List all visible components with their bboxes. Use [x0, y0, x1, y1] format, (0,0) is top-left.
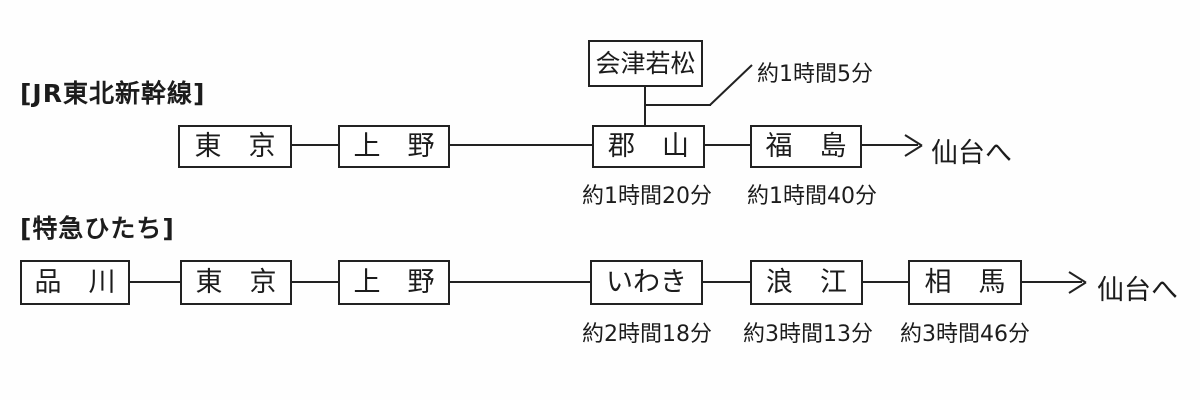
station-label-tokyo-2: 東 京 [195, 267, 277, 298]
station-box-soma: 相 馬 [908, 260, 1022, 305]
station-label-aizuwakamatsu: 会津若松 [595, 49, 696, 78]
station-label-fukushima: 福 島 [765, 131, 847, 162]
station-box-aizuwakamatsu: 会津若松 [588, 40, 703, 87]
station-box-iwaki: いわき [590, 260, 703, 305]
connector-line [290, 281, 340, 283]
connector-line [701, 281, 752, 283]
travel-time-soma: 約3時間46分 [900, 322, 1030, 347]
route-header-shinkansen: [JR東北新幹線] [20, 79, 206, 108]
station-box-tokyo-1: 東 京 [178, 125, 292, 168]
station-label-iwaki: いわき [606, 267, 687, 298]
branch-time-label: 約1時間5分 [757, 62, 873, 87]
station-label-shinagawa: 品 川 [34, 267, 116, 298]
destination-label-sendai-2: 仙台へ [1097, 275, 1178, 306]
connector-line [448, 281, 592, 283]
station-box-ueno-2: 上 野 [338, 260, 450, 305]
leader-diagonal-line [709, 64, 753, 106]
travel-time-fukushima: 約1時間40分 [747, 184, 877, 209]
destination-label-sendai-1: 仙台へ [931, 138, 1012, 169]
connector-line [128, 281, 182, 283]
connector-line [703, 144, 752, 146]
connector-line [448, 144, 594, 146]
station-box-namie: 浪 江 [750, 260, 863, 305]
station-box-shinagawa: 品 川 [20, 260, 130, 305]
travel-time-iwaki: 約2時間18分 [582, 322, 712, 347]
station-label-ueno-1: 上 野 [353, 131, 435, 162]
station-label-koriyama: 郡 山 [608, 131, 689, 162]
station-label-namie: 浪 江 [766, 267, 847, 298]
route-header-hitachi: [特急ひたち] [20, 214, 175, 243]
station-box-fukushima: 福 島 [750, 125, 862, 168]
arrow-shaft-line [1020, 281, 1082, 283]
arrow-shaft-line [860, 144, 918, 146]
station-box-koriyama: 郡 山 [592, 125, 705, 168]
station-label-ueno-2: 上 野 [353, 267, 435, 298]
branch-connector-line [644, 85, 646, 127]
connector-line [290, 144, 340, 146]
travel-time-namie: 約3時間13分 [743, 322, 873, 347]
arrowhead-icon [904, 144, 923, 157]
travel-time-koriyama: 約1時間20分 [582, 184, 712, 209]
station-label-soma: 相 馬 [924, 267, 1006, 298]
leader-stub-line [644, 104, 711, 106]
arrowhead-icon [1068, 281, 1087, 294]
station-box-tokyo-2: 東 京 [180, 260, 292, 305]
connector-line [861, 281, 910, 283]
station-box-ueno-1: 上 野 [338, 125, 450, 168]
station-label-tokyo-1: 東 京 [194, 131, 276, 162]
